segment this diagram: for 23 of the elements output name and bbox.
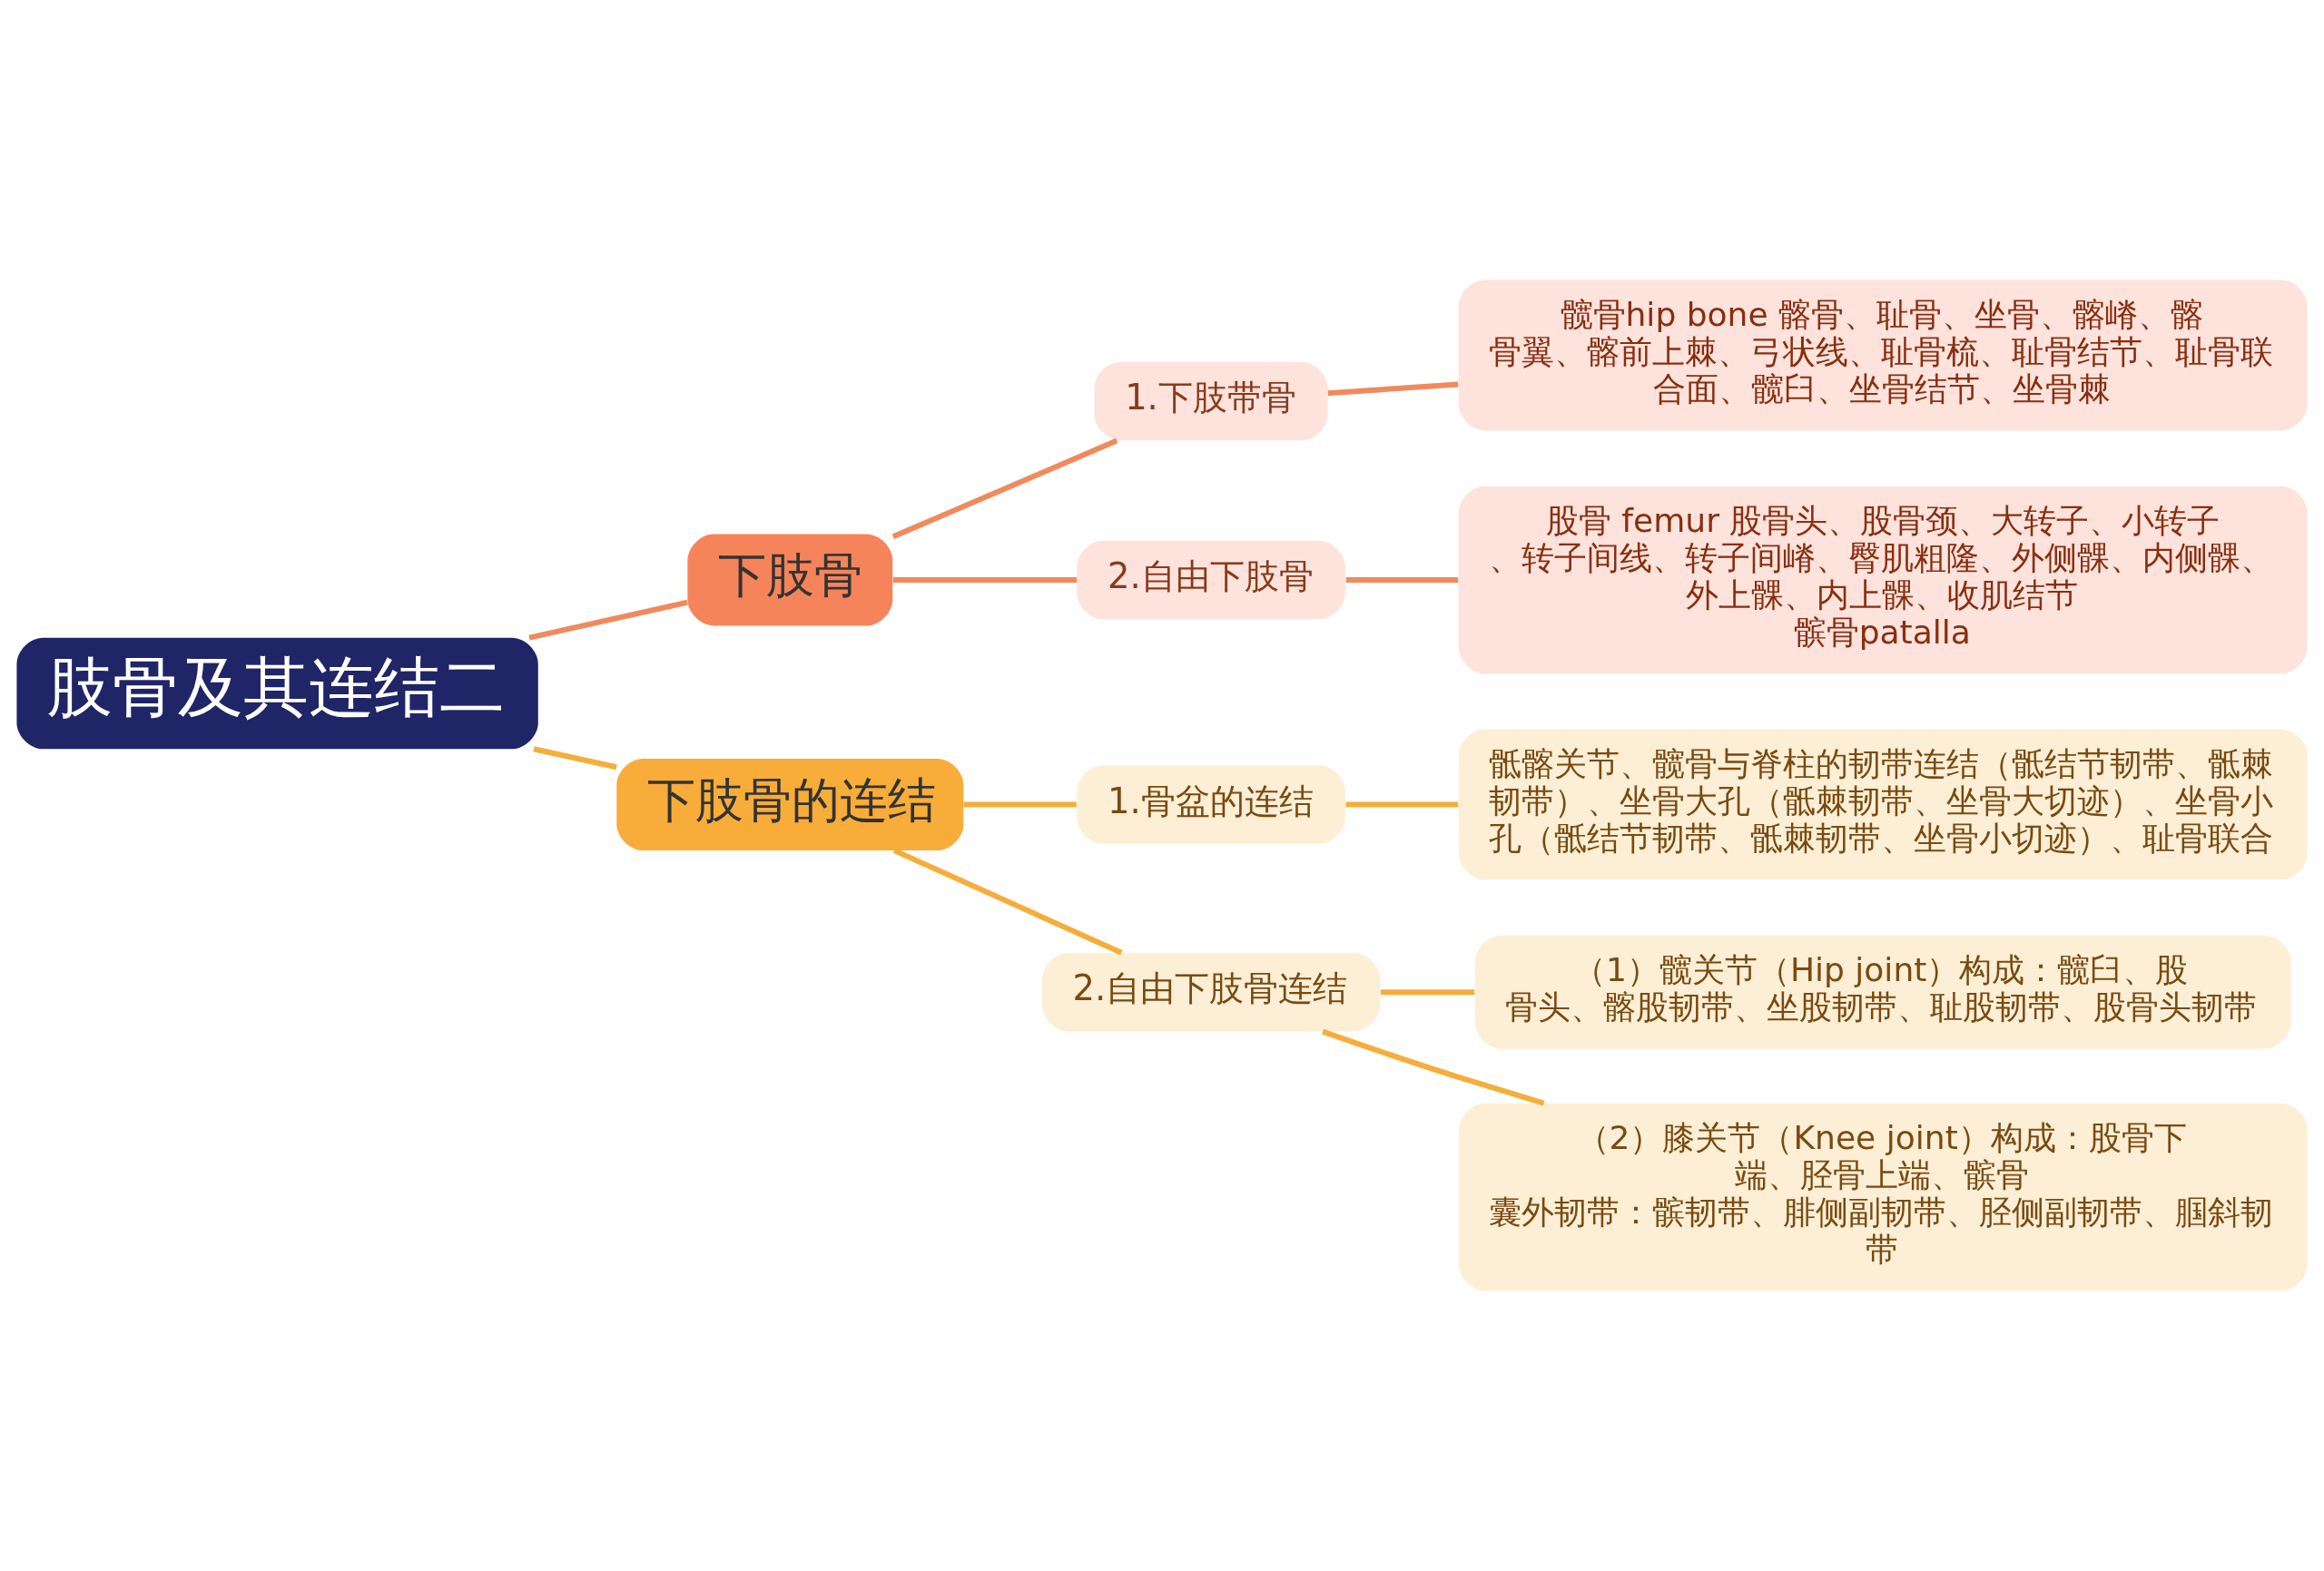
connector <box>892 848 1123 956</box>
connector <box>1327 381 1459 397</box>
node-box: （1）髋关节（Hip joint）构成：髋臼、股骨头、髂股韧带、坐股韧带、耻股韧带、股骨头韧带 <box>1474 935 2291 1049</box>
connector <box>1345 577 1459 584</box>
node-box: 2.自由下肢骨连结 <box>1041 952 1381 1032</box>
connector <box>891 437 1118 540</box>
node-box: 1.骨盆的连结 <box>1077 765 1345 844</box>
node-box: 髋骨hip bone 髂骨、耻骨、坐骨、髂嵴、髂骨翼、髂前上棘、弓状线、耻骨梳、耻骨结节、耻骨联合面、髋臼、坐骨结节、坐骨棘 <box>1458 280 2308 431</box>
connector <box>1381 989 1475 996</box>
connector <box>1322 1028 1545 1106</box>
node-box: 1.下肢带骨 <box>1094 361 1328 441</box>
connector <box>892 577 1077 584</box>
connector <box>528 599 688 641</box>
node-box: 肢骨及其连结二 <box>16 637 538 750</box>
node-box: （2）膝关节（Knee joint）构成：股骨下端、胫骨上端、髌骨 囊外韧带：髌韧带、腓侧副韧带、胫侧副韧带、腘斜韧带 <box>1458 1103 2308 1291</box>
node-box: 股骨 femur 股骨头、股骨颈、大转子、小转子、转子间线、转子间嵴、臀肌粗隆、外侧髁、内侧髁、外上髁、内上髁、收肌结节 髌骨patalla <box>1458 486 2308 674</box>
node-box: 骶髂关节、髋骨与脊柱的韧带连结（骶结节韧带、骶棘韧带）、坐骨大孔（骶棘韧带、坐骨大切迹）、坐骨小孔（骶结节韧带、骶棘韧带、坐骨小切迹）、耻骨联合 <box>1458 729 2308 880</box>
node-box: 下肢骨的连结 <box>616 759 964 850</box>
connector <box>1345 801 1459 808</box>
node-box: 2.自由下肢骨 <box>1077 540 1345 620</box>
node-box: 下肢骨 <box>687 534 893 626</box>
connector <box>533 746 617 771</box>
connector <box>963 801 1077 808</box>
